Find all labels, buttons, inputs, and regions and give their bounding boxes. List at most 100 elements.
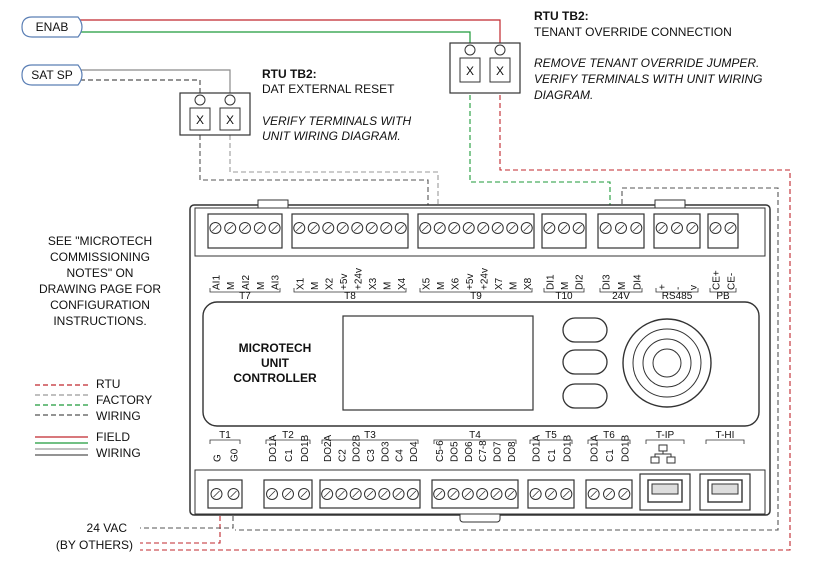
- screw-icon: [224, 94, 236, 106]
- terminal-group-pb: CE+CE-PB: [707, 213, 739, 302]
- pin-label: M: [310, 282, 321, 290]
- pin-label: CE-: [727, 273, 738, 290]
- pin-label: v: [688, 285, 699, 290]
- pin-label: DO3: [380, 441, 391, 462]
- pin-label: X8: [523, 277, 534, 290]
- pin-label: X2: [324, 277, 335, 290]
- terminal-group-label: T9: [470, 291, 482, 302]
- satsp-gray-wire: [80, 69, 231, 95]
- tb2-reset-note-2: UNIT WIRING DIAGRAM.: [262, 129, 401, 143]
- navigation-dial-icon: [622, 318, 712, 408]
- pin-label: +5v: [465, 274, 476, 290]
- note-line: NOTES" ON: [67, 266, 134, 280]
- di-wire-dark: [235, 187, 779, 531]
- tb2-override-title: RTU TB2:: [534, 9, 589, 23]
- terminal-group-t-hi: T-HI: [705, 430, 745, 444]
- pin-label: X4: [397, 277, 408, 290]
- terminal-x: X: [496, 64, 504, 78]
- legend-wiring-1: WIRING: [96, 409, 141, 423]
- terminal-group-label: T-IP: [656, 430, 675, 441]
- pin-label: DO2B: [352, 434, 363, 462]
- controller-button-2: [562, 349, 608, 375]
- pin-label: DO8: [507, 441, 518, 462]
- terminal-x: X: [226, 113, 234, 127]
- screw-icon: [194, 94, 206, 106]
- pin-label: -: [673, 287, 684, 290]
- enab-red-wire: [80, 19, 501, 45]
- tb2-override-note-3: DIAGRAM.: [534, 88, 593, 102]
- tb2-reset-terminal-block: X X: [179, 92, 251, 136]
- pin-label: M: [436, 282, 447, 290]
- note-line: CONFIGURATION: [50, 298, 150, 312]
- legend-field: FIELD: [96, 430, 130, 444]
- tb2-override-note-2: VERIFY TERMINALS WITH UNIT WIRING: [534, 72, 762, 86]
- pin-label: DO1A: [532, 434, 543, 462]
- pin-label: DO5: [450, 441, 461, 462]
- tb2-override-subtitle: TENANT OVERRIDE CONNECTION: [534, 25, 732, 39]
- reset-wire-gray: [229, 135, 439, 212]
- screw-icon: [494, 44, 506, 56]
- satsp-tag: SAT SP: [21, 64, 83, 86]
- pin-label: C5-6: [435, 440, 446, 462]
- pin-label: DO1B: [620, 434, 631, 462]
- controller-title-3: CONTROLLER: [233, 371, 317, 385]
- pin-label: +24v: [353, 268, 364, 290]
- pin-label: DI1: [545, 274, 556, 290]
- enab-label: ENAB: [36, 20, 69, 34]
- tb2-reset-subtitle: DAT EXTERNAL RESET: [262, 82, 395, 96]
- controller-button-3: [562, 383, 608, 409]
- override-wire-green: [469, 95, 611, 212]
- pin-label: +24v: [479, 268, 490, 290]
- terminal-group-label: 24V: [612, 291, 630, 302]
- pin-label: G: [213, 454, 224, 462]
- pin-label: DO7: [493, 441, 504, 462]
- terminal-group-label: T5: [545, 430, 557, 441]
- legend: RTU FACTORY WIRING FIELD WIRING: [35, 377, 152, 460]
- terminal-group-label: T10: [555, 291, 573, 302]
- lcd-screen: [342, 315, 534, 411]
- terminal-group-label: T7: [239, 291, 251, 302]
- ethernet-port-thi-icon: [699, 473, 751, 511]
- power-label-1: 24 VAC: [87, 521, 128, 535]
- enab-tag: ENAB: [21, 16, 83, 38]
- tb2-override-note-1: REMOVE TENANT OVERRIDE JUMPER.: [534, 56, 759, 70]
- pin-label: DO1A: [590, 434, 601, 462]
- satsp-label: SAT SP: [31, 68, 73, 82]
- legend-rtu: RTU: [96, 377, 120, 391]
- controller-title-1: MICROTECH: [239, 341, 312, 355]
- terminal-x: X: [466, 64, 474, 78]
- pin-label: M: [256, 282, 267, 290]
- pin-label: DO1B: [300, 434, 311, 462]
- pin-label: M: [508, 282, 519, 290]
- pin-label: M: [226, 282, 237, 290]
- note-line: COMMISSIONING: [50, 250, 150, 264]
- pin-label: DI4: [632, 274, 643, 290]
- terminal-group-t-ip: T-IP: [645, 430, 685, 444]
- reset-wire-dark: [199, 135, 429, 212]
- pin-label: M: [382, 282, 393, 290]
- terminal-x: X: [196, 113, 204, 127]
- tb2-reset-title: RTU TB2:: [262, 67, 317, 81]
- pin-label: +5v: [339, 274, 350, 290]
- override-wire-red: [140, 95, 791, 551]
- pin-label: C4: [395, 449, 406, 462]
- controller-button-1: [562, 317, 608, 343]
- terminal-group-label: T8: [344, 291, 356, 302]
- pin-label: X3: [368, 277, 379, 290]
- power-label-2: (BY OTHERS): [56, 538, 133, 552]
- pin-label: C1: [547, 449, 558, 462]
- pin-label: X5: [421, 277, 432, 290]
- pin-label: DI3: [602, 274, 613, 290]
- pin-label: DO2A: [323, 434, 334, 462]
- pin-label: M: [617, 282, 628, 290]
- tb2-reset-note-1: VERIFY TERMINALS WITH: [262, 114, 411, 128]
- pin-label: DO1B: [562, 434, 573, 462]
- enab-green-wire: [80, 31, 471, 45]
- pin-label: C1: [284, 449, 295, 462]
